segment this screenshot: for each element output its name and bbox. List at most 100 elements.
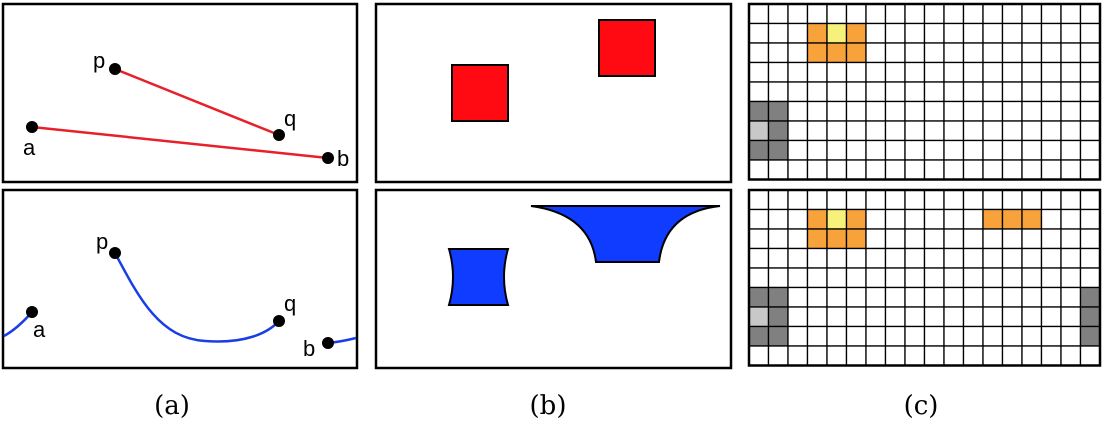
grid-cell-filled	[1001, 208, 1023, 230]
grid-cell	[982, 306, 1004, 328]
grid-cell	[865, 208, 887, 230]
grid-cell	[943, 81, 965, 103]
grid-cell	[767, 208, 789, 230]
grid-cell	[1021, 286, 1043, 308]
grid-cell	[1060, 208, 1082, 230]
grid-top	[747, 2, 1102, 181]
grid-cell	[1040, 139, 1062, 161]
grid-cell	[845, 61, 867, 83]
grid-cell	[826, 3, 848, 25]
grid-cell	[884, 306, 906, 328]
grid-cell	[923, 306, 945, 328]
grid-cell	[1079, 208, 1101, 230]
grid-cell	[943, 306, 965, 328]
grid-cell	[1021, 22, 1043, 44]
grid-cell	[943, 42, 965, 64]
grid-cell	[904, 3, 926, 25]
grid-cell	[923, 22, 945, 44]
grid-cell	[748, 3, 770, 25]
grid-cell	[1040, 306, 1062, 328]
grid-cell	[1060, 228, 1082, 250]
grid-cell	[1079, 100, 1101, 122]
grid-cell	[748, 159, 770, 181]
grid-cell-filled	[1079, 286, 1101, 308]
grid-cell	[962, 159, 984, 181]
grid-cell	[1001, 247, 1023, 269]
grid-cell	[826, 120, 848, 142]
grid-cell	[787, 306, 809, 328]
grid-cell	[806, 325, 828, 347]
grid-cell	[962, 22, 984, 44]
grid-cell-filled	[826, 228, 848, 250]
panel-b-top	[374, 2, 733, 184]
grid-cell	[1060, 100, 1082, 122]
grid-cell	[845, 81, 867, 103]
grid-cell	[767, 22, 789, 44]
grid-cell	[826, 325, 848, 347]
grid-cell	[1021, 267, 1043, 289]
grid-cell	[787, 61, 809, 83]
grid-cell	[904, 100, 926, 122]
grid-cell	[923, 189, 945, 211]
grid-cell	[806, 100, 828, 122]
grid-cell	[923, 3, 945, 25]
grid-cell	[787, 247, 809, 269]
grid-cell	[923, 100, 945, 122]
grid-cell	[943, 345, 965, 367]
grid-cell	[787, 159, 809, 181]
grid-cell	[845, 247, 867, 269]
grid-cell	[865, 159, 887, 181]
grid-cell	[1021, 100, 1043, 122]
grid-cell	[904, 42, 926, 64]
grid-cell	[845, 120, 867, 142]
grid-cell-filled	[767, 139, 789, 161]
grid-cell	[1079, 120, 1101, 142]
label-p: p	[96, 229, 108, 254]
label-a: a	[23, 135, 36, 160]
grid-cell	[884, 42, 906, 64]
grid-cell	[1001, 3, 1023, 25]
grid-cell	[845, 306, 867, 328]
caption-c: (c)	[904, 391, 939, 421]
grid-cell	[1060, 286, 1082, 308]
label-q: q	[284, 106, 296, 131]
grid-cell	[1001, 189, 1023, 211]
grid-cell	[923, 42, 945, 64]
grid-cell	[943, 189, 965, 211]
grid-cell	[904, 81, 926, 103]
grid-cell	[845, 100, 867, 122]
blue-shape-pinched-square	[447, 248, 510, 306]
grid-cell	[1040, 189, 1062, 211]
label-a: a	[33, 317, 46, 342]
grid-cell	[865, 267, 887, 289]
grid-cell	[1040, 325, 1062, 347]
grid-cell	[943, 208, 965, 230]
grid-cell	[767, 159, 789, 181]
grid-cell	[865, 189, 887, 211]
grid-cell	[982, 189, 1004, 211]
grid-cell-filled	[748, 306, 770, 328]
grid-cell	[923, 139, 945, 161]
grid-cell	[904, 61, 926, 83]
point-b-dot	[322, 152, 334, 164]
grid-cell	[1040, 345, 1062, 367]
grid-cell	[806, 306, 828, 328]
grid-cell	[943, 159, 965, 181]
grid-cell	[748, 61, 770, 83]
grid-cell	[962, 81, 984, 103]
grid-cell	[884, 189, 906, 211]
grid-cell	[826, 189, 848, 211]
grid-cell-filled	[748, 286, 770, 308]
grid-cell	[904, 208, 926, 230]
grid-cell-filled	[845, 208, 867, 230]
grid-cell	[845, 3, 867, 25]
grid-cell-filled	[826, 42, 848, 64]
grid-cell	[1021, 42, 1043, 64]
grid-cell	[904, 159, 926, 181]
grid-cell	[748, 208, 770, 230]
grid-cell	[1079, 42, 1101, 64]
grid-cell	[748, 22, 770, 44]
grid-cell	[884, 100, 906, 122]
grid-cell-filled	[767, 100, 789, 122]
grid-cell	[884, 345, 906, 367]
